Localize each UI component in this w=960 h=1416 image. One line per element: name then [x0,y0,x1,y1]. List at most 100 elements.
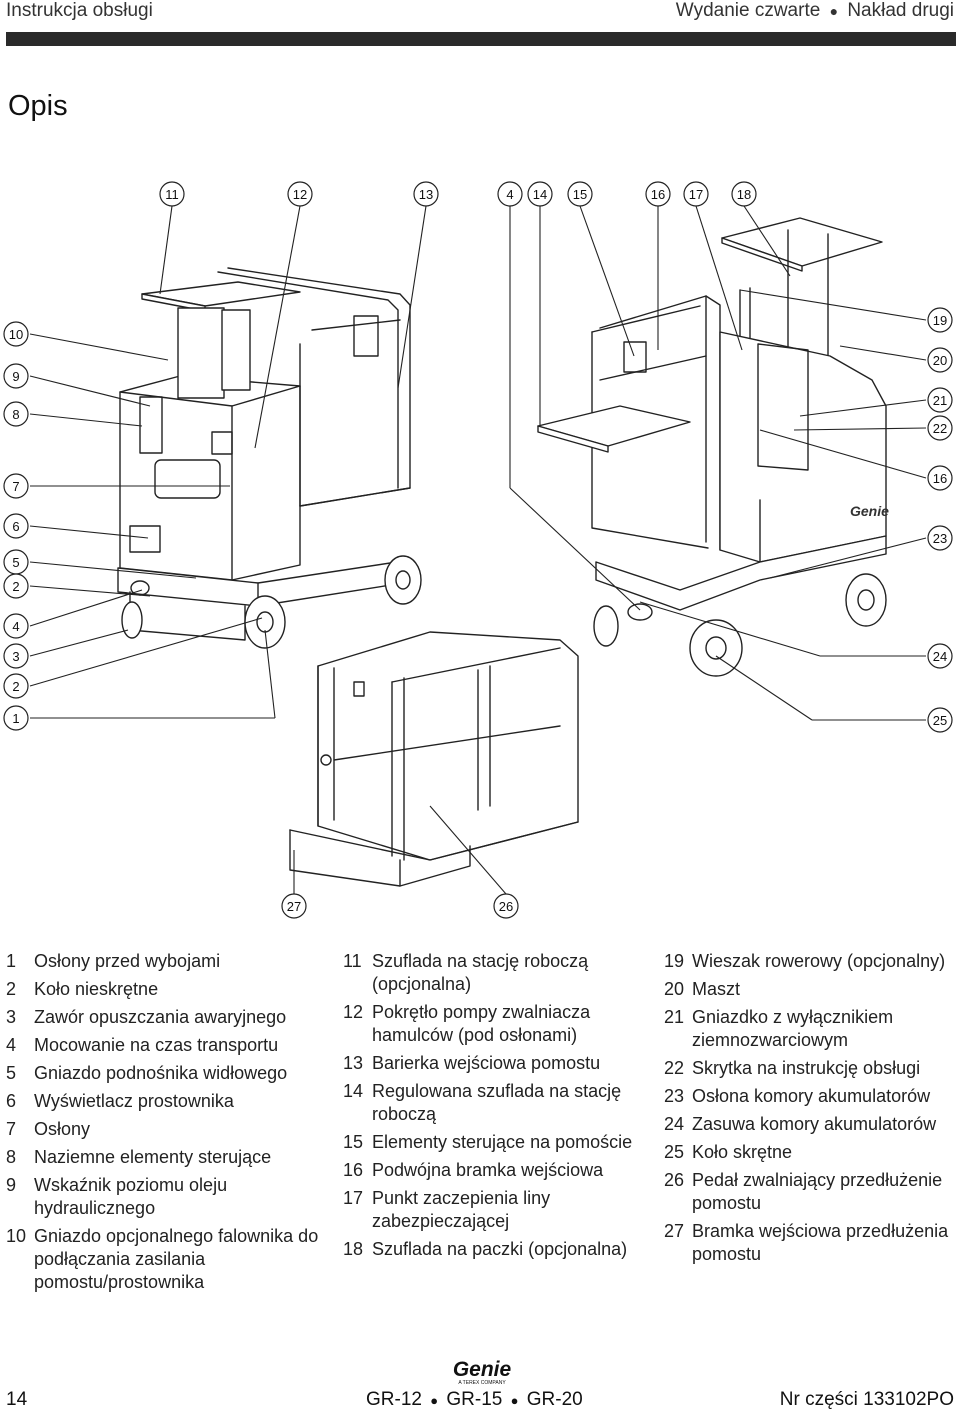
legend-number: 4 [6,1035,17,1055]
callout-number: 22 [933,421,947,436]
legend-text: Skrytka na instrukcję obsługi [692,1058,921,1078]
callout-number: 26 [499,899,513,914]
callout-number: 21 [933,393,947,408]
legend-text: Pedał zwalniający przedłużenie pomostu [692,1170,943,1213]
machine-illustration: Genie [3,181,953,919]
callout-number: 19 [933,313,947,328]
page-number: 14 [6,1389,28,1410]
legend-text: Gniazdo opcjonalnego falownika do podłąc… [34,1226,319,1292]
legend-text: Mocowanie na czas transportu [34,1035,279,1055]
legend-text: Bramka wejściowa przedłużenia pomostu [692,1221,949,1264]
legend-text: Wskaźnik poziomu oleju hydraulicznego [34,1175,228,1218]
callout-number: 15 [573,187,587,202]
callout-number: 17 [689,187,703,202]
legend-number: 19 [664,951,685,971]
header-edition-text: Wydanie czwarte [675,0,821,21]
legend-number: 10 [6,1226,27,1246]
legend-number: 23 [664,1086,685,1106]
legend-number: 5 [6,1063,17,1083]
model-1: GR-12 [366,1389,422,1410]
model-3: GR-20 [526,1389,583,1410]
legend-number: 27 [664,1221,685,1241]
legend-number: 17 [343,1188,364,1208]
part-number: Nr części 133102PO [779,1389,954,1410]
legend-text: Osłony przed wybojami [34,951,221,971]
legend-text: Regulowana szuflada na stację roboczą [372,1081,622,1124]
legend-text: Naziemne elementy sterujące [34,1147,272,1167]
legend-text: Gniazdo podnośnika widłowego [34,1063,288,1083]
legend-item: 19 Wieszak rowerowy (opcjonalny) [664,950,960,973]
legend-text: Elementy sterujące na pomoście [372,1132,633,1152]
legend-item: 8 Naziemne elementy sterujące [6,1146,336,1169]
callout-number: 16 [651,187,665,202]
legend-number: 16 [343,1160,364,1180]
callout-number: 27 [287,899,301,914]
legend-number: 9 [6,1175,17,1195]
bullet-icon: ● [510,1393,519,1408]
legend-number: 21 [664,1007,685,1027]
legend-number: 22 [664,1058,685,1078]
legend-item: 27 Bramka wejściowa przedłużenia pomostu [664,1220,960,1266]
legend-number: 3 [6,1007,17,1027]
callout-number: 11 [165,187,179,202]
legend-item: 22 Skrytka na instrukcję obsługi [664,1057,960,1080]
legend-item: 17 Punkt zaczepienia liny zabezpieczające… [343,1187,648,1233]
callout-number: 24 [933,649,947,664]
legend-number: 7 [6,1119,17,1139]
callout-number: 5 [12,555,19,570]
page-title: Opis [8,90,68,122]
legend-number: 24 [664,1114,685,1134]
callout-number: 14 [533,187,547,202]
callout-number: 3 [12,649,19,664]
legend-text: Koło skrętne [692,1142,793,1162]
legend-text: Wyświetlacz prostownika [34,1091,234,1111]
logo-subtitle: A TEREX COMPANY [458,1380,506,1386]
legend-text: Szuflada na stację roboczą (opcjonalna) [372,951,589,994]
legend-text: Maszt [692,979,741,999]
legend-item: 10 Gniazdo opcjonalnego falownika do podł… [6,1225,336,1294]
legend-text: Osłony [34,1119,91,1139]
machine-brand-decal: Genie [850,503,889,519]
callout-number: 25 [933,713,947,728]
legend-text: Pokrętło pompy zwalniacza hamulców (pod … [372,1002,591,1045]
logo-wordmark: Genie [453,1358,512,1381]
callout-number: 16 [933,471,947,486]
callout-number: 9 [12,369,19,384]
callout-number: 23 [933,531,947,546]
legend-number: 8 [6,1147,17,1167]
right-machine-drawing: Genie [537,217,889,677]
legend-text: Barierka wejściowa pomostu [372,1053,601,1073]
legend-text: Punkt zaczepienia liny zabezpieczającej [372,1188,551,1231]
legend-item: 9 Wskaźnik poziomu oleju hydraulicznego [6,1174,336,1220]
callout-number: 8 [12,407,19,422]
header-rule [6,32,956,46]
callout-number: 2 [12,579,19,594]
callout-number: 7 [12,479,19,494]
legend-number: 12 [343,1002,364,1022]
legend-text: Koło nieskrętne [34,979,159,999]
left-machine-drawing [117,267,422,649]
callout-number: 18 [737,187,751,202]
header-printing-text: Nakład drugi [847,0,954,21]
header-edition: Wydanie czwarte ● Nakład drugi [676,0,954,22]
legend-text: Wieszak rowerowy (opcjonalny) [692,951,946,971]
legend-text: Gniazdko z wyłącznikiem ziemnozwarciowym [692,1007,894,1050]
legend-item: 4 Mocowanie na czas transportu [6,1034,336,1057]
